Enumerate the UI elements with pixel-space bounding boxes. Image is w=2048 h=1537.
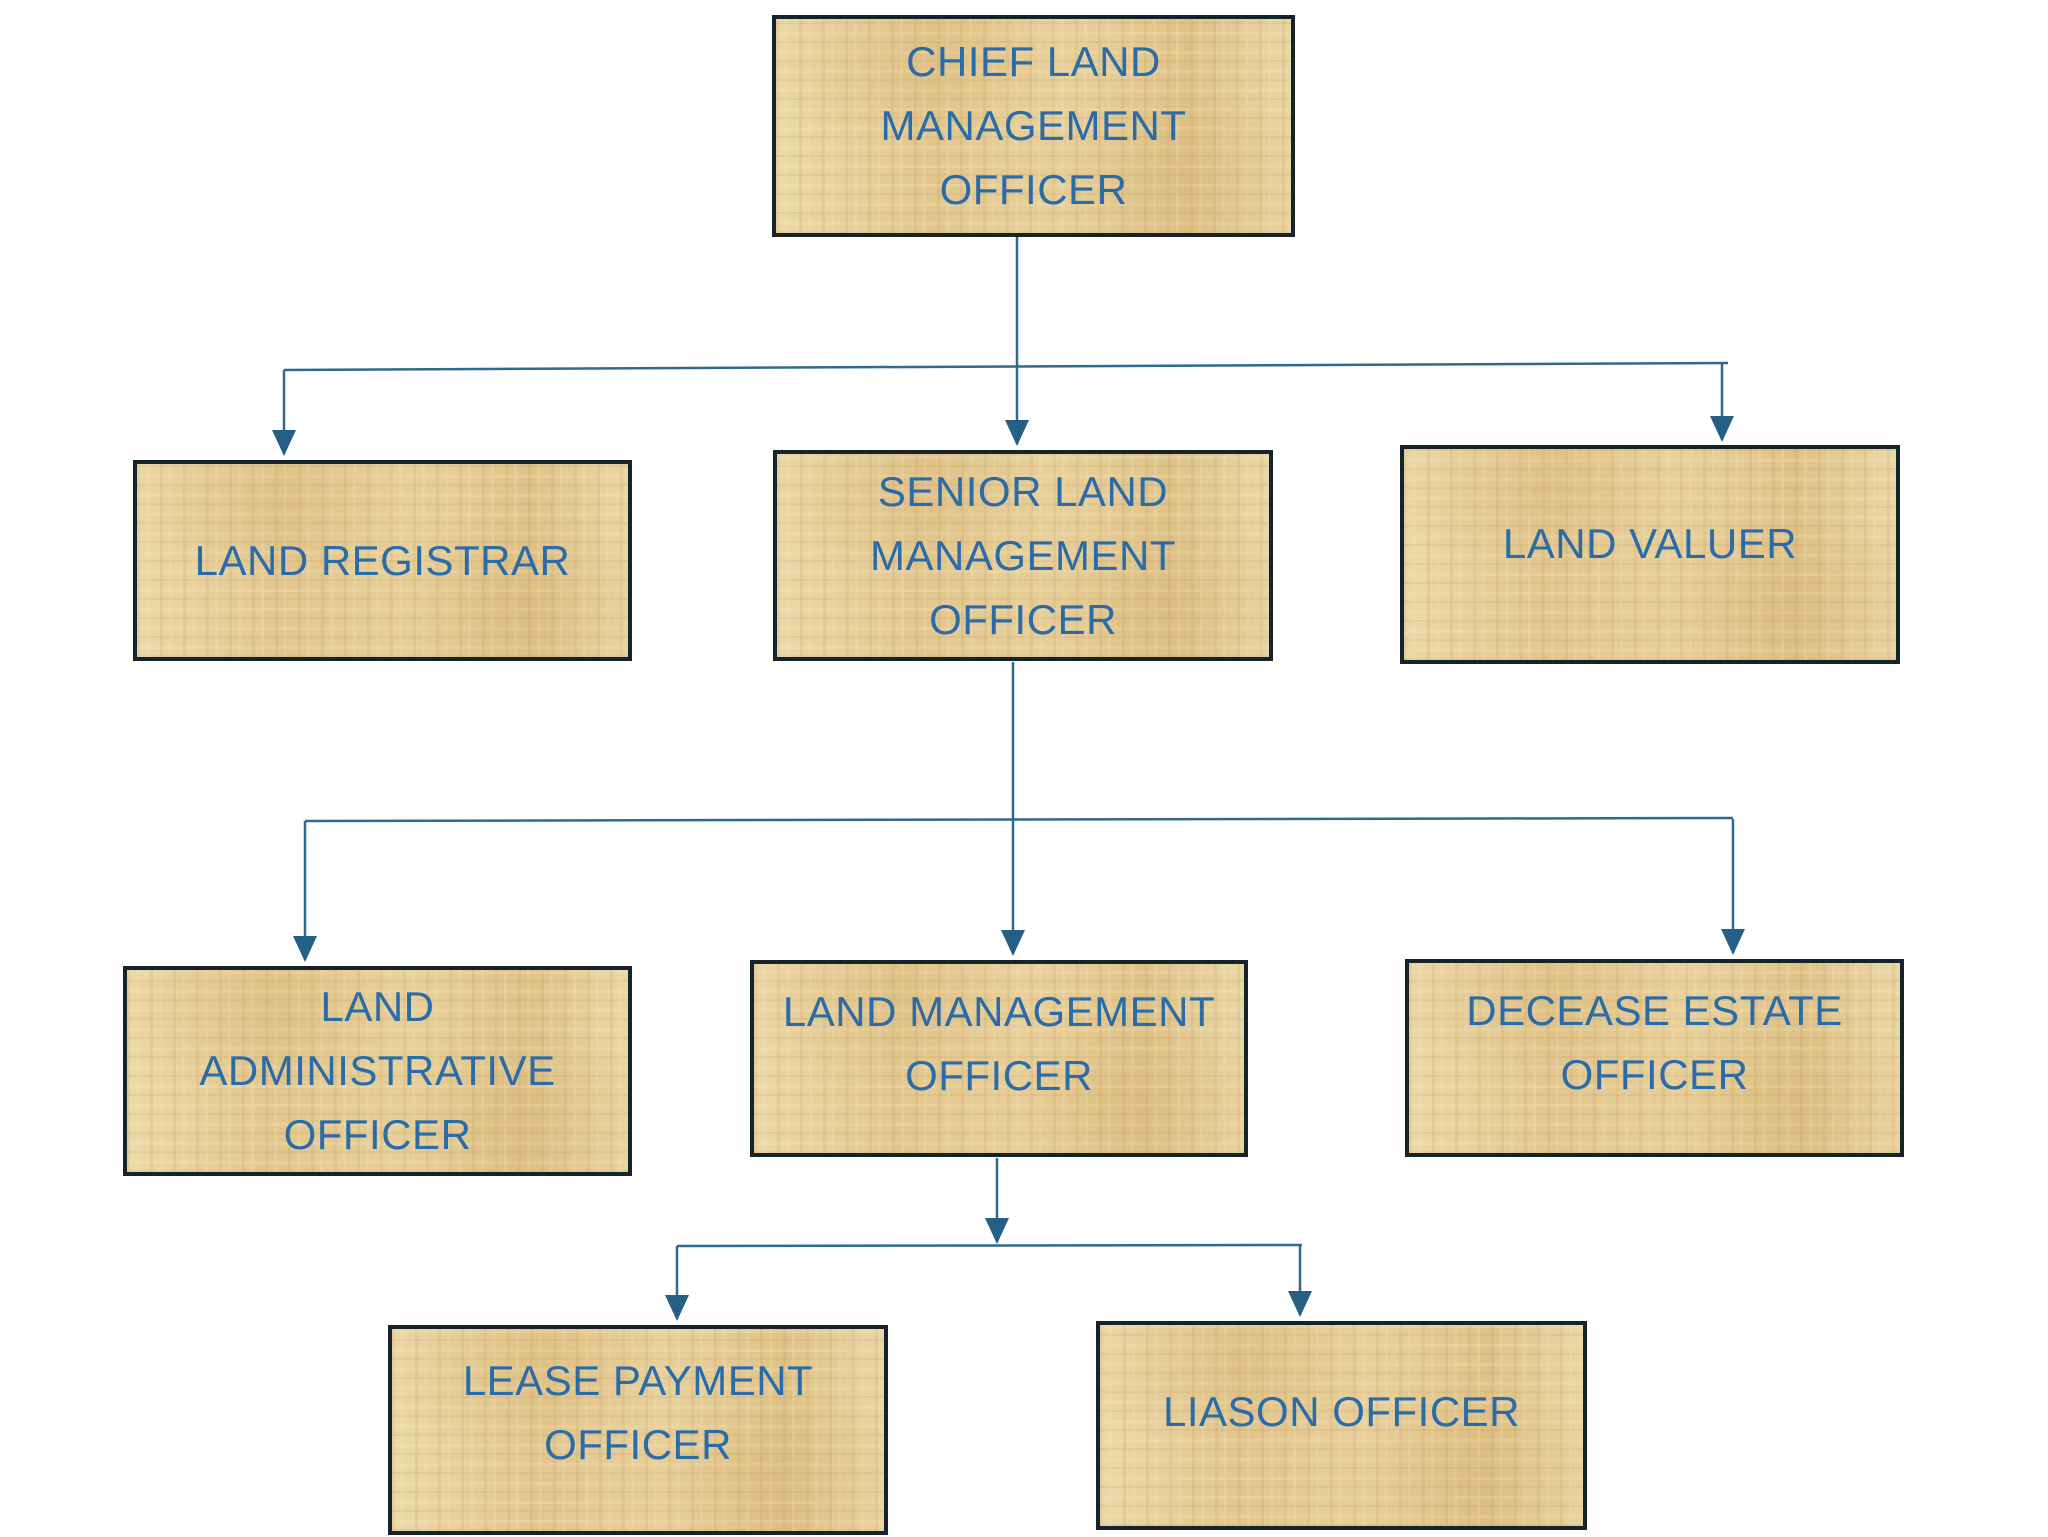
org-box-label: LEASE PAYMENT — [462, 1357, 814, 1404]
org-box-label: LAND — [320, 983, 435, 1030]
org-box-label: OFFICER — [929, 595, 1117, 643]
org-box-label: OFFICER — [939, 166, 1128, 213]
org-box-senior-land-management-officer: SENIOR LAND MANAGEMENT OFFICER — [773, 450, 1273, 661]
org-box-label: MANAGEMENT — [880, 102, 1187, 149]
org-box-label: DECEASE ESTATE — [1466, 987, 1843, 1034]
org-box-label: OFFICER — [905, 1051, 1093, 1099]
org-box-label: LAND REGISTRAR — [194, 536, 571, 584]
connector-row3-horizontal — [304, 816, 1734, 823]
org-box-label: CHIEF LAND — [906, 38, 1161, 85]
org-box-label: ADMINISTRATIVE — [199, 1047, 556, 1094]
org-box-land-registrar: LAND REGISTRAR — [133, 460, 632, 661]
org-box-label: OFFICER — [283, 1111, 472, 1158]
org-box-land-management-officer: LAND MANAGEMENT OFFICER — [750, 960, 1248, 1157]
org-box-lease-payment-officer: LEASE PAYMENT OFFICER — [388, 1325, 888, 1535]
connector-row2-horizontal — [283, 361, 1729, 372]
org-box-decease-estate-officer: DECEASE ESTATE OFFICER — [1405, 959, 1904, 1157]
org-box-label: OFFICER — [544, 1421, 732, 1468]
connector-row4-horizontal — [676, 1243, 1303, 1248]
org-box-chief-land-management-officer: CHIEF LAND MANAGEMENT OFFICER — [772, 15, 1295, 237]
org-box-land-administrative-officer: LAND ADMINISTRATIVE OFFICER — [123, 966, 632, 1176]
org-box-label: SENIOR LAND — [877, 467, 1169, 515]
org-box-label: LIASON OFFICER — [1162, 1387, 1521, 1435]
org-box-liason-officer: LIASON OFFICER — [1096, 1321, 1587, 1530]
org-box-label: MANAGEMENT — [869, 531, 1176, 579]
org-box-label: LAND MANAGEMENT — [782, 987, 1216, 1035]
org-box-label: LAND VALUER — [1502, 519, 1798, 567]
org-box-label: OFFICER — [1560, 1051, 1749, 1098]
org-box-land-valuer: LAND VALUER — [1400, 445, 1900, 664]
